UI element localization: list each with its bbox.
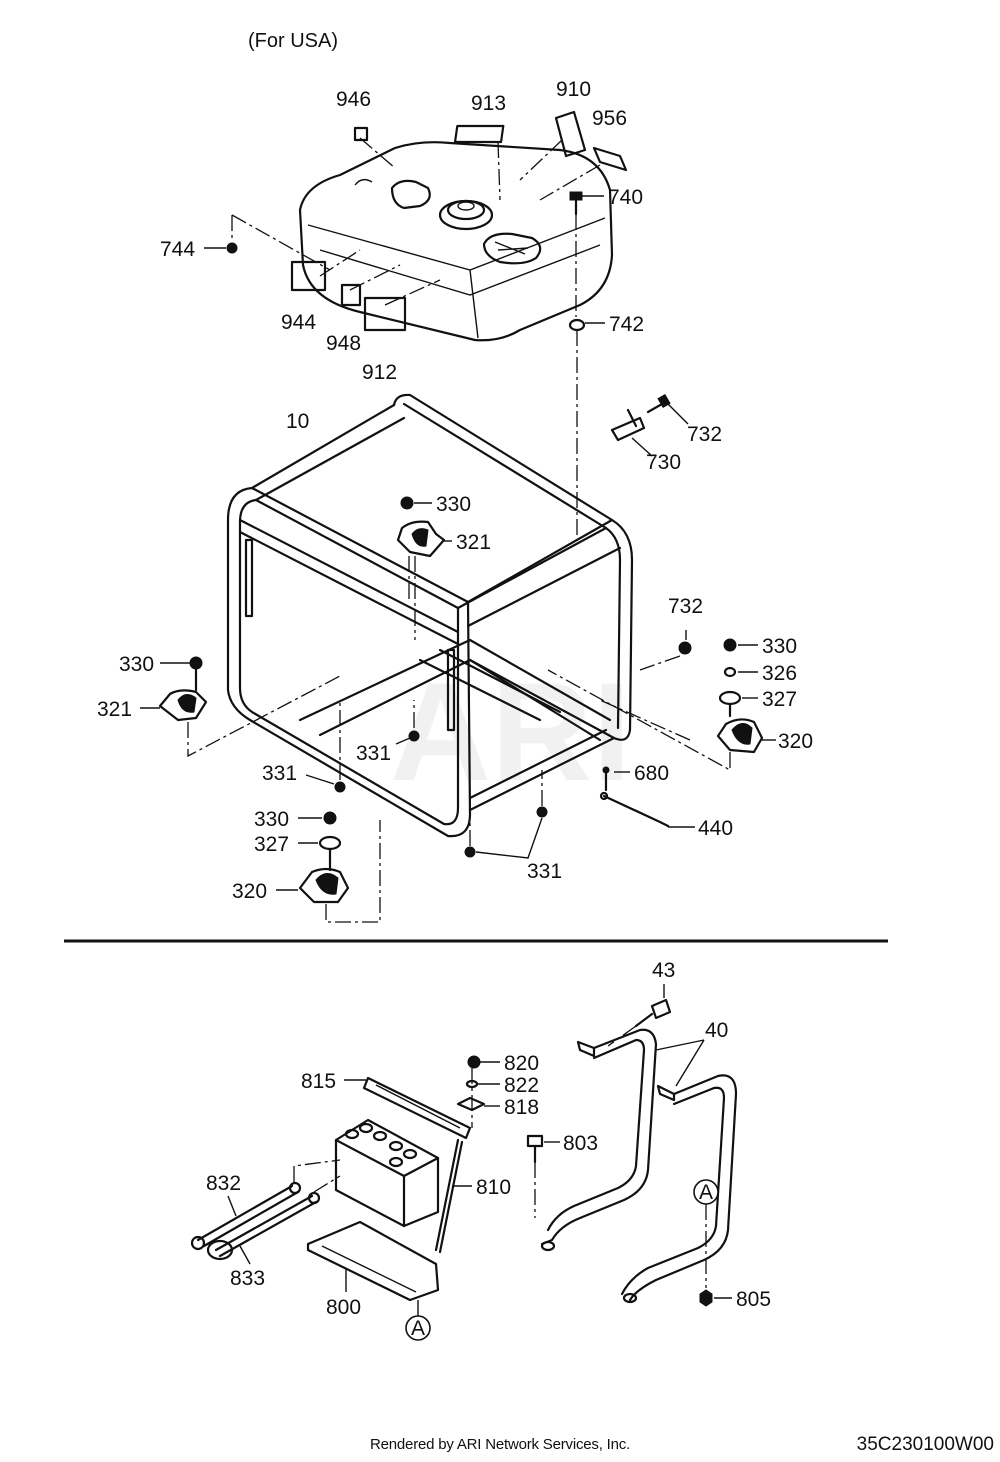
label-326: 326 <box>762 662 797 685</box>
label-330-center: 330 <box>436 493 471 516</box>
battery <box>334 1118 440 1228</box>
diagram-code: 35C230100W00 <box>856 1434 994 1455</box>
decal-956 <box>592 146 628 172</box>
nuts-331 <box>305 730 548 859</box>
header-label: (For USA) <box>248 30 338 52</box>
label-321-center: 321 <box>456 531 491 554</box>
callout-a-frame-label: A <box>699 1181 713 1204</box>
label-321-left: 321 <box>97 698 132 721</box>
callout-a-tray-label: A <box>411 1317 425 1340</box>
nut-744 <box>204 242 238 254</box>
label-331-bottom: 331 <box>527 860 562 883</box>
bolt-43 <box>634 984 672 1028</box>
label-810: 810 <box>476 1176 511 1199</box>
fuel-tank <box>298 141 614 342</box>
battery-cables <box>190 1181 321 1265</box>
decal-910 <box>554 110 587 158</box>
label-330-right: 330 <box>762 635 797 658</box>
watermark: ARI <box>390 653 631 810</box>
label-946: 946 <box>336 88 371 111</box>
rod-810 <box>434 1138 472 1254</box>
label-680: 680 <box>634 762 669 785</box>
mount-320-right <box>716 638 776 754</box>
ground-wire-440 <box>599 766 695 828</box>
footer-credit: Rendered by ARI Network Services, Inc. <box>370 1436 631 1453</box>
label-912: 912 <box>362 361 397 384</box>
label-320-right: 320 <box>778 730 813 753</box>
decal-946 <box>353 126 369 142</box>
label-440: 440 <box>698 817 733 840</box>
decal-944 <box>290 260 327 292</box>
bolt-803 <box>526 1134 560 1164</box>
label-730: 730 <box>646 451 681 474</box>
label-833: 833 <box>230 1267 265 1290</box>
tank-decals <box>290 110 628 332</box>
label-803: 803 <box>563 1132 598 1155</box>
nut-805 <box>699 1289 732 1307</box>
mount-321-center <box>396 496 452 558</box>
label-818: 818 <box>504 1096 539 1119</box>
hardware-820-822-818 <box>456 1055 500 1112</box>
decal-948 <box>340 283 362 307</box>
bolt-732-lower <box>678 630 692 655</box>
label-10: 10 <box>286 410 309 433</box>
decal-912 <box>363 296 407 332</box>
label-327-front: 327 <box>254 833 289 856</box>
battery-holder-815 <box>344 1076 472 1140</box>
part-labels: 946 913 910 956 740 744 944 948 912 742 … <box>97 78 813 1319</box>
label-815: 815 <box>301 1070 336 1093</box>
label-910: 910 <box>556 78 591 101</box>
label-832: 832 <box>206 1172 241 1195</box>
label-944: 944 <box>281 311 316 334</box>
frame <box>226 393 634 838</box>
label-740: 740 <box>608 186 643 209</box>
callout-a-tray <box>405 1315 431 1341</box>
label-800: 800 <box>326 1296 361 1319</box>
label-948: 948 <box>326 332 361 355</box>
label-320-front: 320 <box>232 880 267 903</box>
label-732-upper: 732 <box>687 423 722 446</box>
label-327-right: 327 <box>762 688 797 711</box>
label-805: 805 <box>736 1288 771 1311</box>
battery-frame-40 <box>540 1028 738 1304</box>
label-331-center: 331 <box>356 742 391 765</box>
label-732-lower: 732 <box>668 595 703 618</box>
label-330-front: 330 <box>254 808 289 831</box>
label-822: 822 <box>504 1074 539 1097</box>
decal-913 <box>453 124 505 144</box>
label-43: 43 <box>652 959 675 982</box>
label-744: 744 <box>160 238 195 261</box>
bolt-740 <box>569 191 604 216</box>
label-820: 820 <box>504 1052 539 1075</box>
label-956: 956 <box>592 107 627 130</box>
label-913: 913 <box>471 92 506 115</box>
label-742: 742 <box>609 313 644 336</box>
nut-742 <box>568 318 605 332</box>
label-330-left: 330 <box>119 653 154 676</box>
label-331-left: 331 <box>262 762 297 785</box>
label-40: 40 <box>705 1019 728 1042</box>
mount-320-front <box>276 811 350 904</box>
bracket-730 <box>610 393 689 457</box>
mount-321-left <box>140 656 208 722</box>
battery-tray-800 <box>306 1220 440 1316</box>
